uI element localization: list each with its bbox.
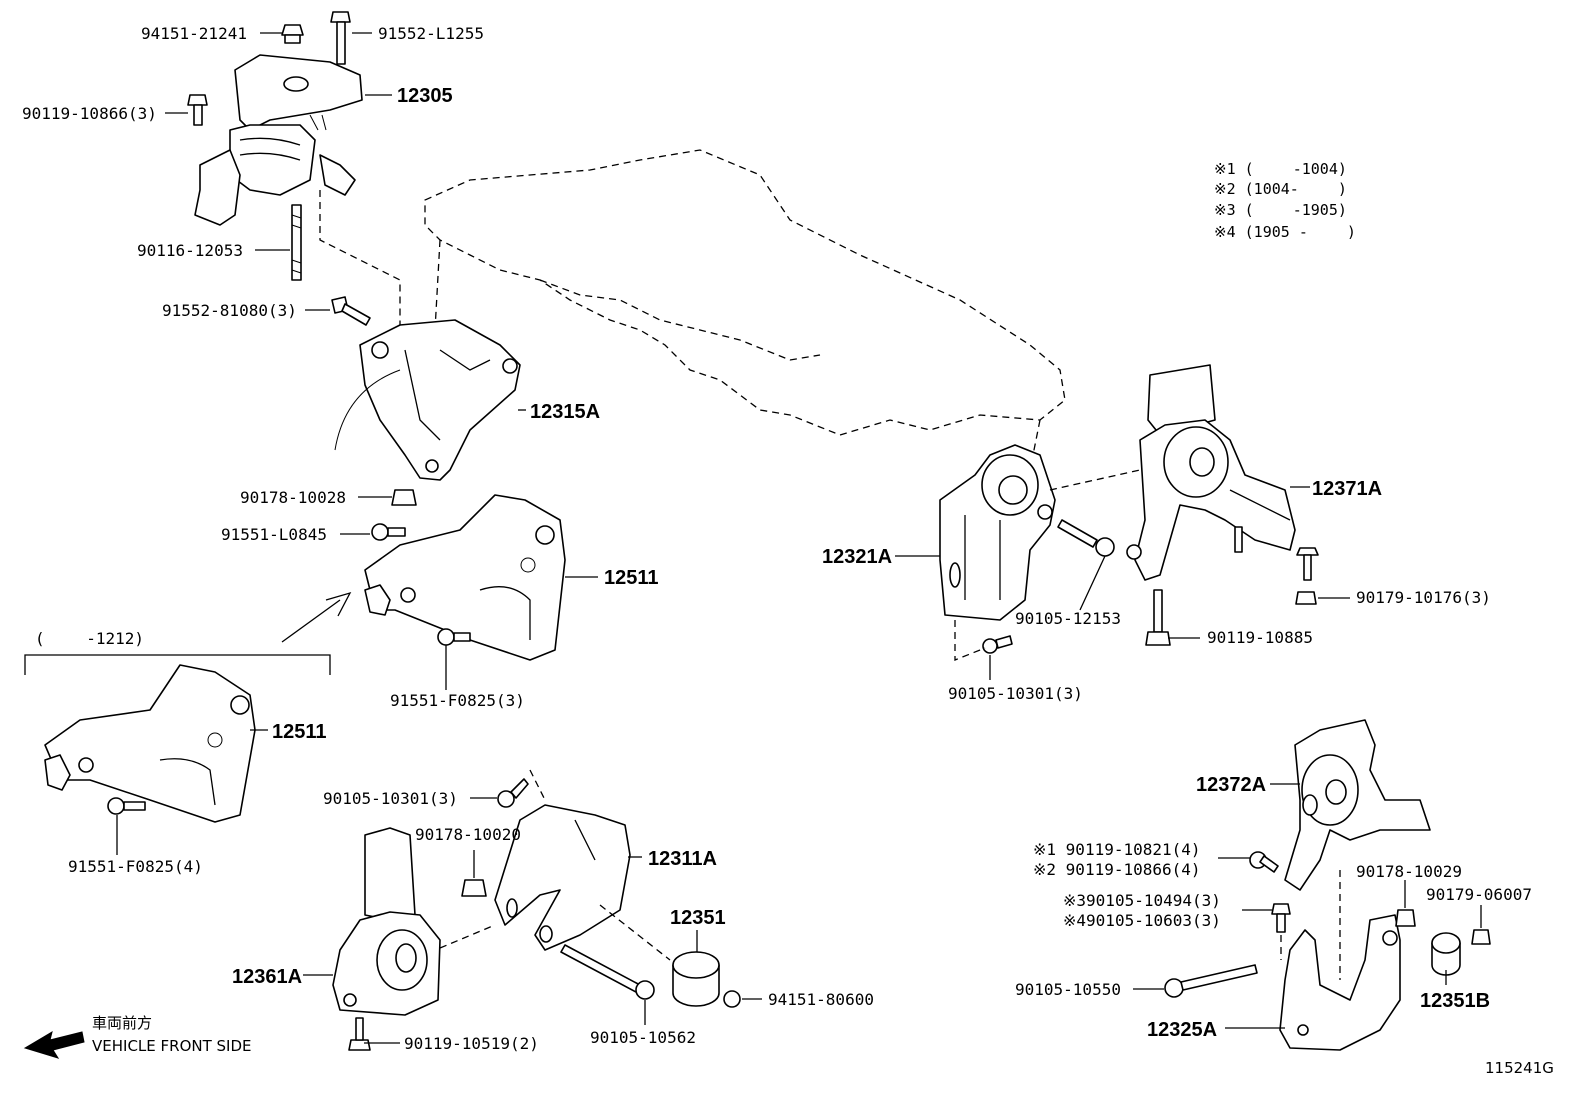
leader-lines	[116, 32, 1482, 1044]
bolt-91551-L0845	[371, 523, 406, 541]
bolt-90119-10885	[1145, 589, 1171, 646]
label-90116-12053: 90116-12053	[137, 241, 243, 260]
note-2: ※2 (1004- )	[1214, 180, 1347, 198]
label-12361A: 12361A	[232, 966, 302, 988]
bolt-90105-10494	[1271, 903, 1291, 933]
nut-90179-06007	[1471, 929, 1491, 945]
dash-12311A-12351	[599, 904, 671, 961]
label-12305: 12305	[397, 85, 453, 107]
part-12511-top-bracket	[364, 494, 566, 661]
bolt-90119-10866	[187, 94, 208, 126]
part-12325A-bracket	[1279, 914, 1401, 1051]
dash-12361A-12311A	[439, 924, 496, 949]
label-12321A: 12321A	[822, 546, 892, 568]
part-12361A-mount	[332, 827, 441, 1016]
label-90119-10866-4: ※2 90119-10866(4)	[1033, 860, 1201, 879]
nut-90178-10029	[1395, 909, 1416, 927]
part-12372A-mount	[1284, 719, 1431, 891]
range-bracket	[24, 654, 331, 675]
label-90105-10603-3: ※490105-10603(3)	[1063, 911, 1221, 930]
label-90179-06007: 90179-06007	[1426, 885, 1532, 904]
stud-90116-12053	[291, 204, 302, 281]
label-90119-10821-4: ※1 90119-10821(4)	[1033, 840, 1201, 859]
dash-12321A	[954, 620, 986, 661]
vehicle-front-indicator: 車両前方 VEHICLE FRONT SIDE	[23, 1014, 252, 1059]
label-12371A: 12371A	[1312, 478, 1382, 500]
part-12305-mount	[194, 54, 363, 226]
part-12511-bottom-bracket	[44, 664, 256, 823]
figure-id: 115241G	[1485, 1059, 1554, 1077]
label-94151-80600: 94151-80600	[768, 990, 874, 1009]
label-12351: 12351	[670, 907, 726, 929]
note-4: ※4 (1905 - )	[1214, 223, 1356, 241]
fastener-94151-21241	[281, 24, 304, 44]
label-90179-10176-3: 90179-10176(3)	[1356, 588, 1491, 607]
label-range-1212: ( -1212)	[35, 629, 144, 648]
nut-90178-10028	[391, 489, 417, 506]
label-90119-10519-2: 90119-10519(2)	[404, 1034, 539, 1053]
label-90105-12153: 90105-12153	[1015, 609, 1121, 628]
bolt-90105-10301-left	[497, 778, 529, 808]
label-12311A: 12311A	[648, 848, 717, 870]
nut-94151-80600	[723, 990, 741, 1008]
label-90119-10866-3: 90119-10866(3)	[22, 104, 157, 123]
label-90178-10029: 90178-10029	[1356, 862, 1462, 881]
dash-12321A-12371A	[1049, 469, 1141, 491]
label-91551-F0825-4: 91551-F0825(4)	[68, 857, 203, 876]
dash-bolt-12311A	[529, 769, 546, 801]
label-91552-L1255: 91552-L1255	[378, 24, 484, 43]
label-90105-10301-3-left: 90105-10301(3)	[323, 789, 458, 808]
part-12351-bushing	[672, 951, 720, 1007]
label-94151-21241: 94151-21241	[141, 24, 247, 43]
bolt-91551-F0825-3	[437, 628, 471, 646]
part-12315A-bracket	[334, 319, 521, 481]
part-12351B-bushing	[1431, 932, 1461, 976]
label-12351B: 12351B	[1420, 990, 1490, 1012]
label-12511-top: 12511	[604, 567, 659, 589]
bolt-90105-10562	[560, 944, 655, 1000]
label-91551-L0845: 91551-L0845	[221, 525, 327, 544]
label-90105-10301-3-right: 90105-10301(3)	[948, 684, 1083, 703]
nut-90178-10020	[461, 879, 487, 897]
label-91552-81080-3: 91552-81080(3)	[162, 301, 297, 320]
bolt-90105-10301-right	[982, 635, 1013, 654]
label-12315A: 12315A	[530, 401, 600, 423]
bolt-91552-81080	[331, 296, 371, 326]
label-90105-10562: 90105-10562	[590, 1028, 696, 1047]
pointer-arrow	[281, 591, 352, 643]
label-90178-10020: 90178-10020	[415, 825, 521, 844]
part-12371A-mount	[1126, 364, 1296, 581]
part-12311A-bracket	[494, 804, 631, 951]
front-arrow-icon	[23, 1030, 85, 1059]
bolt-90105-12153	[1057, 519, 1115, 557]
bolt-91551-F0825-4	[107, 797, 146, 815]
bolt-90119-10821	[1249, 851, 1279, 873]
label-90105-10494-3: ※390105-10494(3)	[1063, 891, 1221, 910]
bolt-91552-L1255	[330, 11, 351, 65]
label-90105-10550: 90105-10550	[1015, 980, 1121, 999]
label-12372A: 12372A	[1196, 774, 1266, 796]
label-91551-F0825-3: 91551-F0825(3)	[390, 691, 525, 710]
label-12511-bottom: 12511	[272, 721, 327, 743]
part-12321A-bracket	[939, 444, 1056, 621]
front-label-english: VEHICLE FRONT SIDE	[92, 1037, 252, 1055]
front-label-japanese: 車両前方	[92, 1014, 152, 1032]
note-3: ※3 ( -1905)	[1214, 201, 1347, 219]
bolt-90119-10519	[348, 1017, 371, 1051]
label-90178-10028: 90178-10028	[240, 488, 346, 507]
label-12325A: 12325A	[1147, 1019, 1217, 1041]
label-90119-10885: 90119-10885	[1207, 628, 1313, 647]
bolt-90179-10176	[1295, 547, 1319, 605]
bolt-90105-10550	[1164, 964, 1258, 998]
serial-range-notes: ※1 ( -1004) ※2 (1004- ) ※3 ( -1905) ※4 (…	[1214, 160, 1356, 241]
note-1: ※1 ( -1004)	[1214, 160, 1347, 178]
part-labels: 94151-21241 91552-L1255 12305 90119-1086…	[22, 24, 1532, 1053]
